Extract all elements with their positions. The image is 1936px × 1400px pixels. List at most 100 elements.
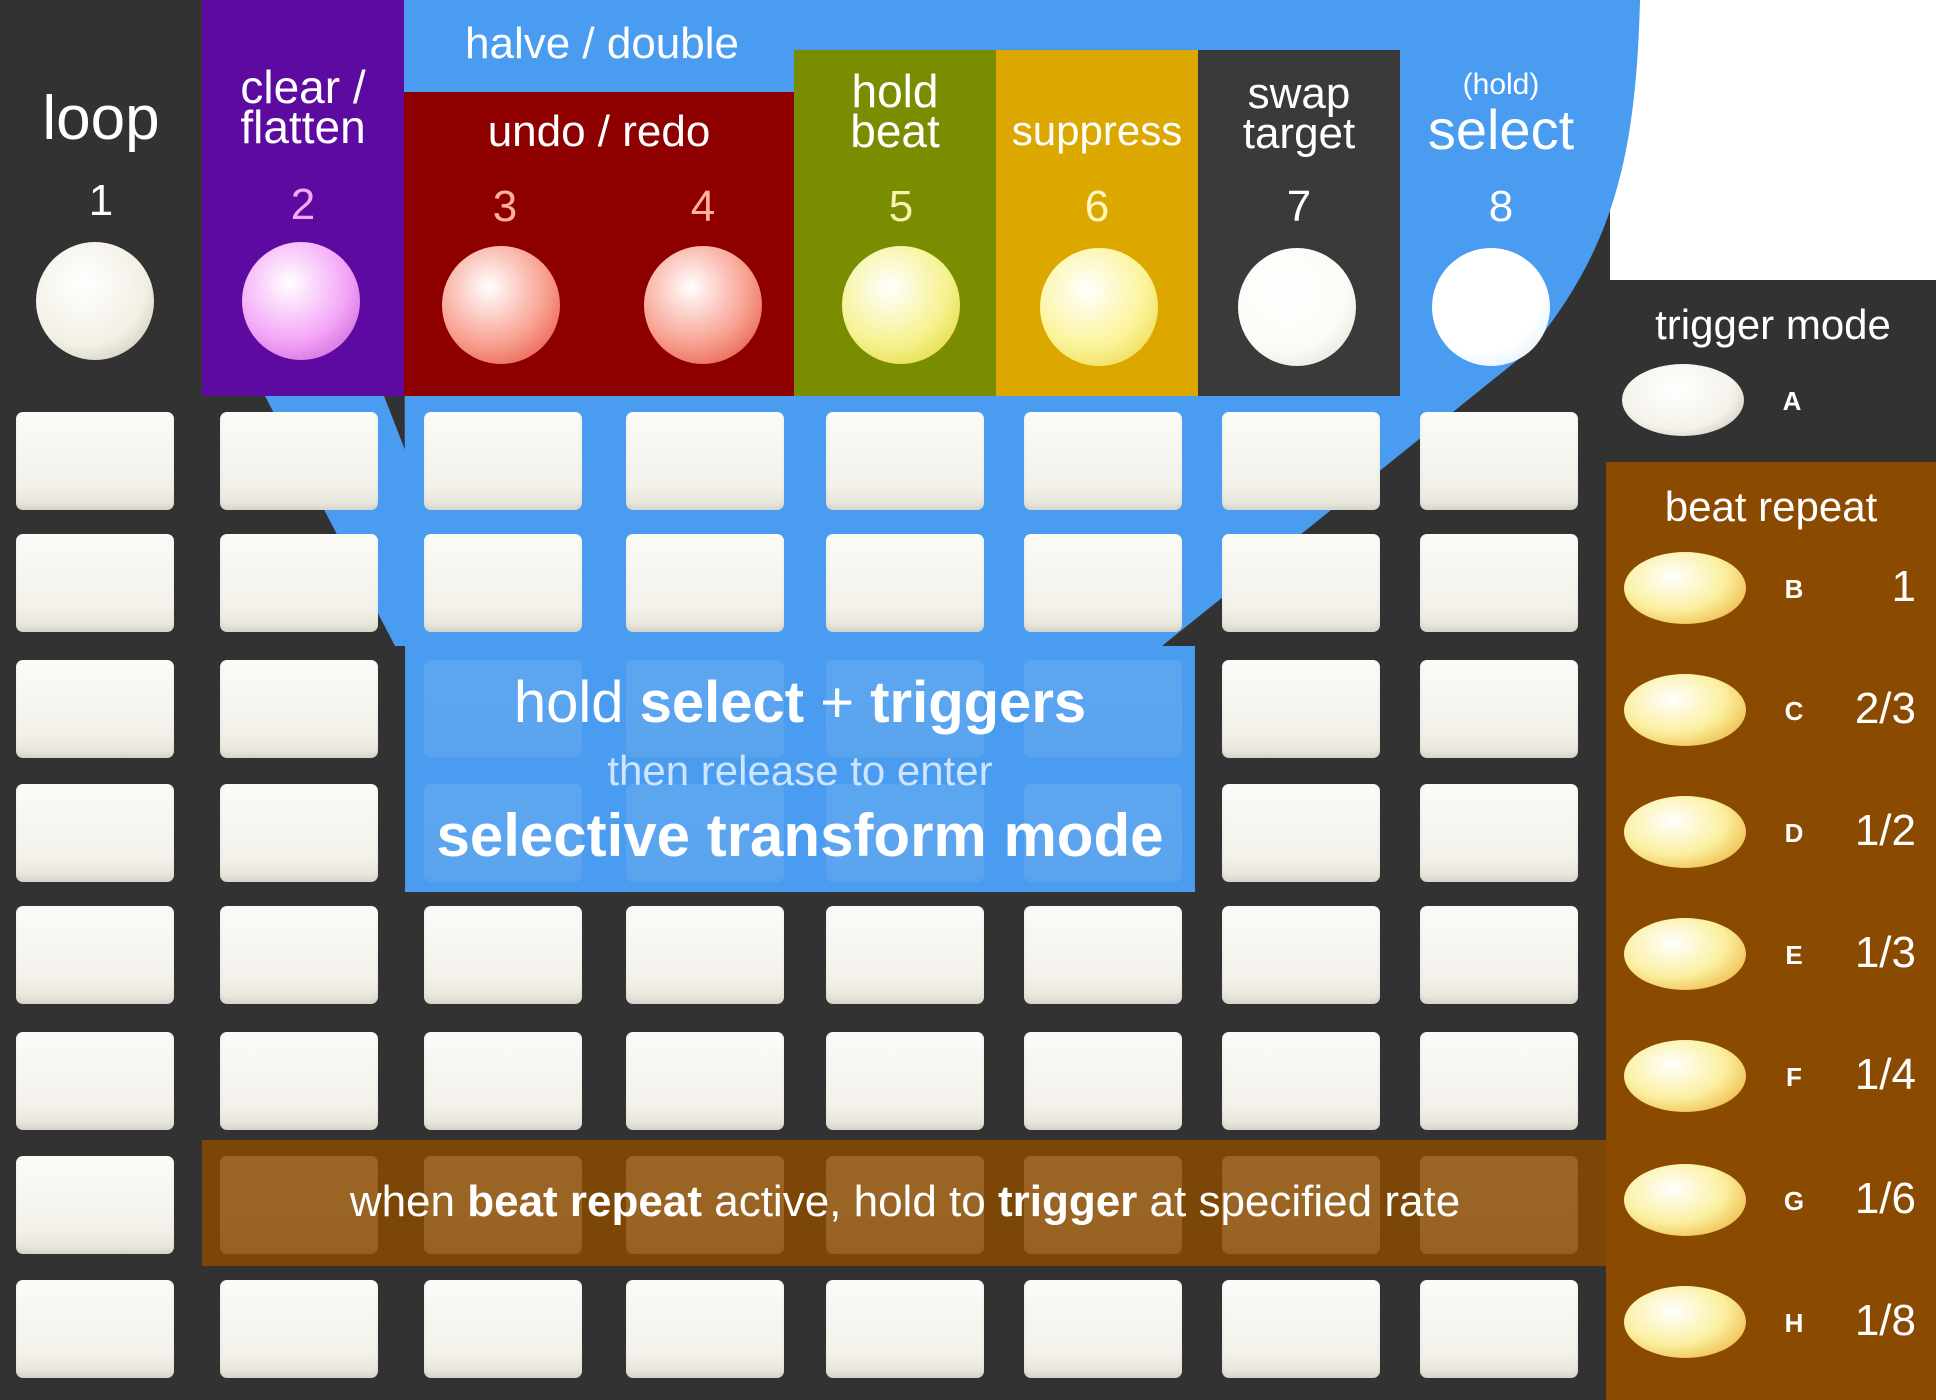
top-button-1-loop[interactable] <box>36 242 154 360</box>
grid-pad-r1-c5[interactable] <box>826 412 984 510</box>
grid-pad-r5-c6[interactable] <box>1024 906 1182 1004</box>
grid-pad-r3-c2[interactable] <box>220 660 378 758</box>
grid-pad-r2-c8[interactable] <box>1420 534 1578 632</box>
side-button-h-beat-repeat[interactable] <box>1624 1286 1746 1358</box>
grid-pad-r2-c3[interactable] <box>424 534 582 632</box>
loop-label: loop <box>42 84 160 153</box>
grid-pad-r8-c3[interactable] <box>424 1280 582 1378</box>
grid-pad-r3-c8[interactable] <box>1420 660 1578 758</box>
grid-pad-r5-c4[interactable] <box>626 906 784 1004</box>
side-rate-e: 1/3 <box>1854 928 1916 977</box>
side-letter-h: H <box>1784 1308 1804 1338</box>
selective-transform-box: hold select + triggers then release to e… <box>406 650 1194 890</box>
grid-pad-r6-c4[interactable] <box>626 1032 784 1130</box>
grid-pad-r1-c4[interactable] <box>626 412 784 510</box>
side-button-b-beat-repeat[interactable] <box>1624 552 1746 624</box>
grid-pad-r1-c6[interactable] <box>1024 412 1182 510</box>
number-6: 6 <box>1084 182 1110 231</box>
side-button-d-beat-repeat[interactable] <box>1624 796 1746 868</box>
number-3: 3 <box>492 182 518 231</box>
side-button-a-trigger-mode[interactable] <box>1622 364 1744 436</box>
side-rate-h: 1/8 <box>1854 1296 1916 1345</box>
grid-pad-r8-c5[interactable] <box>826 1280 984 1378</box>
selective-transform-line-2: then release to enter <box>607 747 993 794</box>
grid-pad-r2-c6[interactable] <box>1024 534 1182 632</box>
grid-pad-r5-c1[interactable] <box>16 906 174 1004</box>
grid-pad-r4-c7[interactable] <box>1222 784 1380 882</box>
side-button-c-beat-repeat[interactable] <box>1624 674 1746 746</box>
side-button-f-beat-repeat[interactable] <box>1624 1040 1746 1112</box>
line1-text-b: + <box>804 670 871 735</box>
number-5: 5 <box>888 182 914 231</box>
side-letter-b: B <box>1784 574 1804 604</box>
grid-pad-r8-c6[interactable] <box>1024 1280 1182 1378</box>
suppress-label: suppress <box>1011 107 1183 154</box>
grid-pad-r2-c2[interactable] <box>220 534 378 632</box>
beat-repeat-bar: when beat repeat active, hold to trigger… <box>202 1140 1608 1266</box>
grid-pad-r8-c4[interactable] <box>626 1280 784 1378</box>
top-button-3-undo[interactable] <box>442 246 560 364</box>
grid-pad-r4-c2[interactable] <box>220 784 378 882</box>
side-button-g-beat-repeat[interactable] <box>1624 1164 1746 1236</box>
grid-pad-r6-c2[interactable] <box>220 1032 378 1130</box>
top-button-2-clear[interactable] <box>242 242 360 360</box>
grid-pad-r3-c7[interactable] <box>1222 660 1380 758</box>
grid-pad-r5-c3[interactable] <box>424 906 582 1004</box>
grid-pad-r1-c3[interactable] <box>424 412 582 510</box>
side-letter-d: D <box>1784 818 1804 848</box>
grid-pad-r1-c8[interactable] <box>1420 412 1578 510</box>
line1-bold-triggers: triggers <box>870 670 1087 735</box>
top-button-7-swap-target[interactable] <box>1238 248 1356 366</box>
grid-pad-r5-c2[interactable] <box>220 906 378 1004</box>
side-letter-g: G <box>1783 1186 1805 1216</box>
grid-pad-r5-c5[interactable] <box>826 906 984 1004</box>
side-letter-f: F <box>1786 1062 1802 1092</box>
grid-pad-r6-c3[interactable] <box>424 1032 582 1130</box>
grid-pad-r6-c7[interactable] <box>1222 1032 1380 1130</box>
grid-pad-r5-c8[interactable] <box>1420 906 1578 1004</box>
grid-pad-r7-c1[interactable] <box>16 1156 174 1254</box>
beat-repeat-bar-text: when beat repeat active, hold to trigger… <box>202 1180 1608 1224</box>
top-button-4-redo[interactable] <box>644 246 762 364</box>
grid-pad-r2-c5[interactable] <box>826 534 984 632</box>
side-rate-b: 1 <box>1891 562 1916 611</box>
grid-pad-r6-c5[interactable] <box>826 1032 984 1130</box>
selective-transform-line-1: hold select + triggers <box>406 674 1194 732</box>
grid-pad-r2-c7[interactable] <box>1222 534 1380 632</box>
grid-pad-r5-c7[interactable] <box>1222 906 1380 1004</box>
top-button-8-select[interactable] <box>1432 248 1550 366</box>
grid-pad-r8-c8[interactable] <box>1420 1280 1578 1378</box>
bar-text-a: when <box>349 1177 468 1226</box>
grid-pad-r6-c6[interactable] <box>1024 1032 1182 1130</box>
selective-transform-line-3: selective transform mode <box>436 802 1164 869</box>
grid-pad-r4-c1[interactable] <box>16 784 174 882</box>
number-7: 7 <box>1286 182 1312 231</box>
top-button-6-suppress[interactable] <box>1040 248 1158 366</box>
grid-pad-r1-c7[interactable] <box>1222 412 1380 510</box>
grid-pad-r8-c2[interactable] <box>220 1280 378 1378</box>
flatten-label: flatten <box>240 101 366 153</box>
grid-pad-r8-c1[interactable] <box>16 1280 174 1378</box>
grid-pad-r2-c4[interactable] <box>626 534 784 632</box>
trigger-mode-label: trigger mode <box>1655 301 1891 348</box>
grid-pad-r4-c8[interactable] <box>1420 784 1578 882</box>
bar-bold-beat-repeat: beat repeat <box>467 1177 702 1226</box>
side-letter-a: A <box>1782 386 1802 416</box>
select-label: select <box>1427 98 1575 161</box>
side-letter-c: C <box>1784 696 1804 726</box>
grid-pad-r6-c8[interactable] <box>1420 1032 1578 1130</box>
target-label: target <box>1242 109 1356 158</box>
grid-pad-r1-c1[interactable] <box>16 412 174 510</box>
bar-text-c: at specified rate <box>1137 1177 1461 1226</box>
number-1: 1 <box>88 176 114 225</box>
side-button-e-beat-repeat[interactable] <box>1624 918 1746 990</box>
grid-pad-r1-c2[interactable] <box>220 412 378 510</box>
top-button-5-hold-beat[interactable] <box>842 246 960 364</box>
side-rate-f: 1/4 <box>1854 1050 1916 1099</box>
grid-pad-r8-c7[interactable] <box>1222 1280 1380 1378</box>
number-8: 8 <box>1488 182 1514 231</box>
grid-pad-r2-c1[interactable] <box>16 534 174 632</box>
grid-pad-r3-c1[interactable] <box>16 660 174 758</box>
grid-pad-r6-c1[interactable] <box>16 1032 174 1130</box>
